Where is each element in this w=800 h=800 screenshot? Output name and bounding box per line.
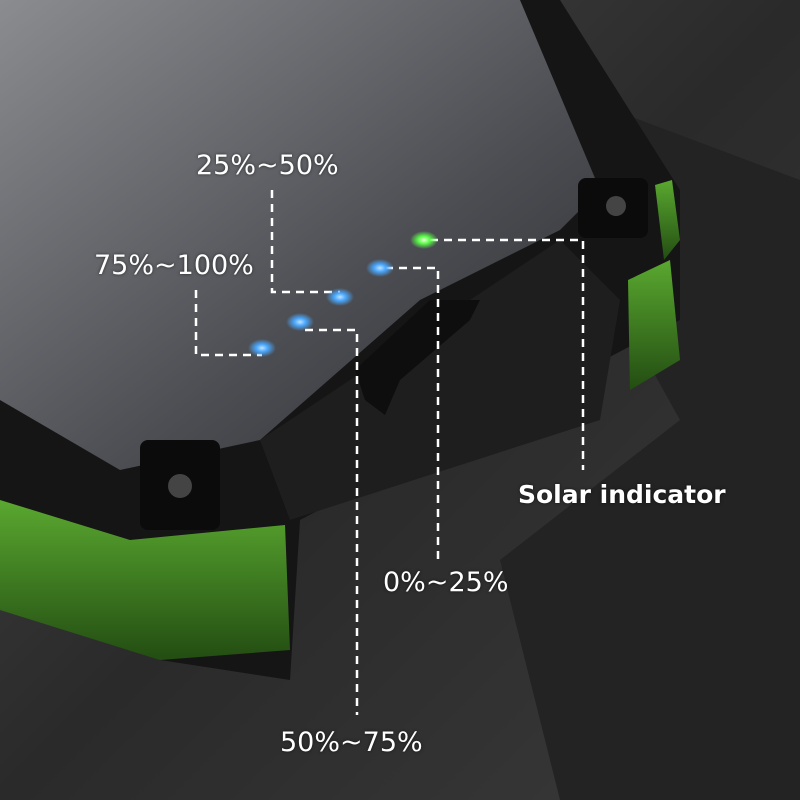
bumper-right	[628, 260, 680, 390]
leds	[248, 231, 438, 357]
callout-lines	[194, 190, 585, 715]
label-75-100: 75%~100%	[94, 250, 254, 281]
led-0-25	[366, 259, 394, 277]
label-50-75: 50%~75%	[280, 727, 423, 758]
label-solar-indicator: Solar indicator	[518, 480, 726, 509]
table-surface	[480, 60, 800, 800]
led-50-75	[286, 313, 314, 331]
label-25-50: 25%~50%	[196, 150, 339, 181]
led-solar-green	[410, 231, 438, 249]
led-75-100	[248, 339, 276, 357]
bumper-left	[0, 500, 290, 660]
label-0-25: 0%~25%	[383, 567, 509, 598]
port-latch	[355, 300, 480, 415]
led-25-50	[326, 288, 354, 306]
power-bank	[0, 0, 680, 660]
solar-panel	[0, 0, 600, 470]
